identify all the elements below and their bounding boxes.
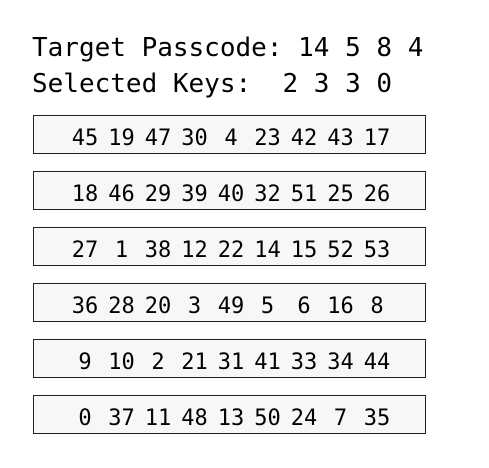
key-button[interactable]: 20 — [144, 294, 172, 319]
key-button[interactable]: 33 — [290, 350, 318, 375]
key-button[interactable]: 48 — [181, 406, 208, 431]
key-button[interactable]: 36 — [71, 294, 99, 319]
selected-key-value: 0 — [376, 69, 393, 99]
target-passcode-line: Target Passcode: 14 5 8 4 — [32, 33, 423, 63]
key-button[interactable]: 11 — [144, 406, 172, 431]
key-button[interactable]: 19 — [108, 126, 135, 151]
key-button[interactable]: 24 — [290, 406, 318, 431]
key-button[interactable]: 43 — [327, 126, 354, 151]
key-button[interactable]: 26 — [363, 182, 391, 207]
key-button[interactable]: 16 — [327, 294, 354, 319]
key-button[interactable]: 8 — [370, 294, 384, 319]
key-button[interactable]: 14 — [254, 238, 281, 263]
target-digit: 14 — [298, 33, 330, 63]
selected-key-value: 2 — [282, 69, 299, 99]
key-button[interactable]: 18 — [71, 182, 99, 207]
key-button[interactable]: 28 — [108, 294, 135, 319]
key-button[interactable]: 38 — [144, 238, 172, 263]
key-button[interactable]: 17 — [363, 126, 391, 151]
key-button[interactable]: 49 — [217, 294, 245, 319]
key-button[interactable]: 21 — [181, 350, 208, 375]
key-button[interactable]: 44 — [363, 350, 391, 375]
key-button[interactable]: 34 — [327, 350, 354, 375]
key-button[interactable]: 52 — [327, 238, 354, 263]
key-row: 9 10 2 21 31 41 33 34 44 — [33, 339, 426, 378]
key-button[interactable]: 7 — [333, 406, 348, 431]
key-row: 18 46 29 39 40 32 51 25 26 — [33, 171, 426, 210]
key-button[interactable]: 45 — [71, 126, 99, 151]
key-row: 0 37 11 48 13 50 24 7 35 — [33, 395, 426, 434]
key-button[interactable]: 13 — [217, 406, 245, 431]
key-button[interactable]: 15 — [290, 238, 318, 263]
key-button[interactable]: 4 — [224, 126, 238, 151]
key-button[interactable]: 51 — [290, 182, 318, 207]
key-button[interactable]: 3 — [187, 294, 202, 319]
key-button[interactable]: 31 — [217, 350, 245, 375]
key-button[interactable]: 32 — [254, 182, 281, 207]
key-button[interactable]: 30 — [181, 126, 208, 151]
key-button[interactable]: 1 — [114, 238, 129, 263]
key-button[interactable]: 6 — [297, 294, 311, 319]
target-digit: 8 — [376, 33, 393, 63]
key-button[interactable]: 47 — [144, 126, 172, 151]
target-passcode-label: Target Passcode: — [32, 33, 283, 63]
target-digit: 4 — [407, 33, 424, 63]
key-button[interactable]: 53 — [363, 238, 391, 263]
key-button[interactable]: 41 — [254, 350, 281, 375]
key-button[interactable]: 29 — [144, 182, 172, 207]
key-button[interactable]: 50 — [254, 406, 281, 431]
selected-keys-line: Selected Keys: 2 3 3 0 — [32, 69, 392, 99]
target-digit: 5 — [345, 33, 361, 63]
key-button[interactable]: 40 — [217, 182, 245, 207]
key-button[interactable]: 10 — [108, 350, 135, 375]
key-button[interactable]: 37 — [108, 406, 135, 431]
key-button[interactable]: 27 — [71, 238, 99, 263]
key-button[interactable]: 2 — [151, 350, 165, 375]
key-button[interactable]: 0 — [78, 406, 92, 431]
key-button[interactable]: 25 — [327, 182, 354, 207]
key-button[interactable]: 46 — [108, 182, 135, 207]
key-button[interactable]: 22 — [217, 238, 245, 263]
selected-key-value: 3 — [313, 69, 330, 99]
key-button[interactable]: 39 — [181, 182, 208, 207]
selected-key-value: 3 — [345, 69, 361, 99]
key-button[interactable]: 35 — [363, 406, 391, 431]
selected-keys-label: Selected Keys: — [32, 69, 252, 99]
key-button[interactable]: 12 — [181, 238, 208, 263]
key-button[interactable]: 9 — [78, 350, 92, 375]
key-row: 27 1 38 12 22 14 15 52 53 — [33, 227, 426, 266]
key-row: 45 19 47 30 4 23 42 43 17 — [33, 115, 426, 154]
key-button[interactable]: 5 — [260, 294, 275, 319]
key-button[interactable]: 23 — [254, 126, 281, 151]
key-button[interactable]: 42 — [290, 126, 318, 151]
